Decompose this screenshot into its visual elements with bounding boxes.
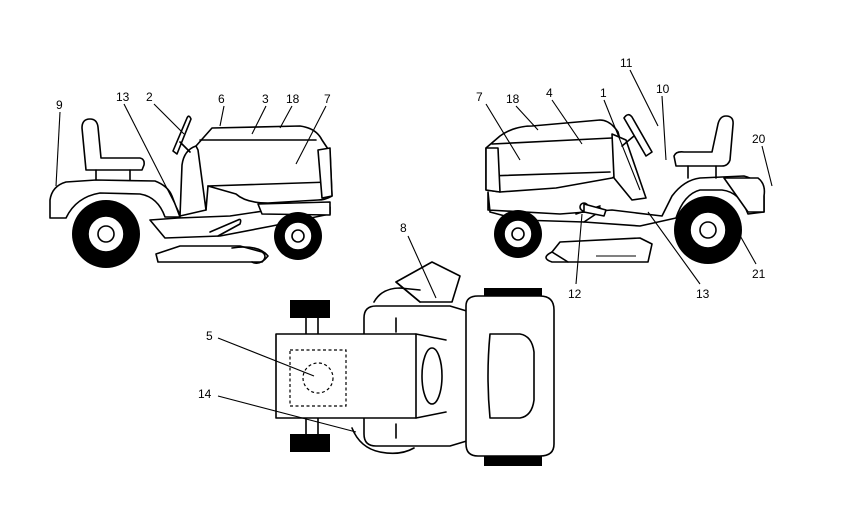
- callout-21: 21: [752, 267, 766, 281]
- callout-13-left: 13: [116, 90, 130, 104]
- callout-7-left: 7: [324, 92, 331, 106]
- callout-12: 12: [568, 287, 582, 301]
- callout-13-right: 13: [696, 287, 710, 301]
- callout-labels: 9 13 2 6 3 18 7 7 18 4 1 11 10 20 12 13 …: [56, 56, 766, 401]
- right-seat: [673, 115, 734, 167]
- callout-4: 4: [546, 86, 553, 100]
- callout-7-right: 7: [476, 90, 483, 104]
- left-mower-deck: [155, 245, 266, 263]
- left-steering-wheel: [172, 115, 192, 155]
- right-mower-deck: [551, 237, 653, 263]
- callout-9: 9: [56, 98, 63, 112]
- left-hood: [195, 125, 333, 211]
- leader-lines: [55, 69, 773, 433]
- callout-5: 5: [206, 329, 213, 343]
- callout-3: 3: [262, 92, 269, 106]
- right-side-view: [485, 113, 766, 264]
- top-seat: [487, 333, 535, 419]
- callout-10: 10: [656, 82, 670, 96]
- top-front-tire-right: [290, 434, 330, 452]
- left-side-view: [49, 115, 333, 268]
- callout-8: 8: [400, 221, 407, 235]
- callout-18-right: 18: [506, 92, 520, 106]
- top-decal-outline: [289, 349, 347, 407]
- callout-2: 2: [146, 90, 153, 104]
- callout-6: 6: [218, 92, 225, 106]
- top-rear-tire-right: [484, 454, 542, 466]
- left-seat: [81, 118, 145, 171]
- right-hood: [485, 119, 629, 193]
- top-front-tire-left: [290, 300, 330, 318]
- callout-14: 14: [198, 387, 212, 401]
- top-view: [275, 261, 555, 466]
- callout-1: 1: [600, 86, 607, 100]
- callout-20: 20: [752, 132, 766, 146]
- right-steering-wheel: [621, 113, 653, 157]
- right-dash: [611, 133, 647, 201]
- callout-18-left: 18: [286, 92, 300, 106]
- callout-11: 11: [620, 56, 633, 70]
